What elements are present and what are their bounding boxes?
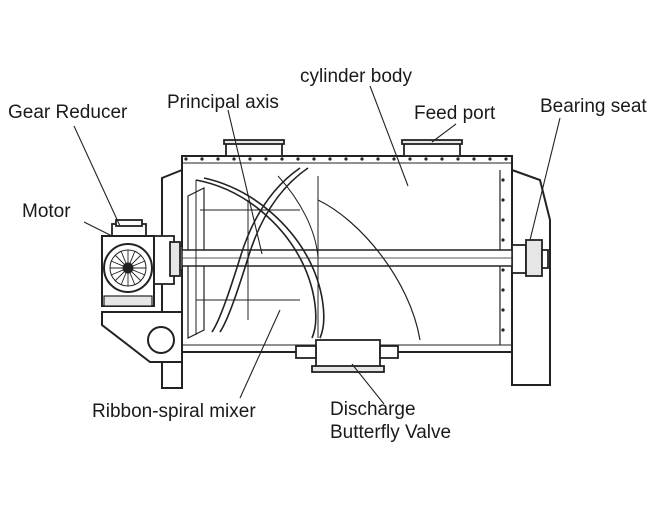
ribbon-spiral-blades — [195, 167, 421, 341]
right-end-plate — [499, 168, 551, 386]
leader-principal-axis — [227, 109, 263, 255]
discharge-valve-shape — [295, 339, 399, 373]
leader-motor — [83, 221, 113, 237]
top-rivets — [184, 157, 508, 161]
leader-ribbon-mixer — [239, 309, 281, 399]
leader-lines — [73, 85, 561, 405]
feed-port-hatches — [223, 139, 463, 157]
label-motor: Motor — [22, 201, 71, 222]
label-bearing-seat: Bearing seat — [540, 96, 647, 117]
bearing-seat-shape — [511, 239, 549, 277]
left-support-frame — [101, 311, 183, 363]
leader-gear-reducer — [73, 125, 121, 227]
label-feed-port: Feed port — [414, 103, 496, 124]
label-discharge-line2: Butterfly Valve — [330, 422, 452, 443]
label-discharge: Discharge Butterfly Valve — [330, 398, 451, 444]
label-discharge-line1: Discharge — [330, 399, 416, 420]
label-principal-axis: Principal axis — [167, 92, 279, 113]
leader-bearing-seat — [529, 117, 561, 241]
leader-discharge — [351, 363, 385, 405]
label-cylinder-body: cylinder body — [300, 66, 412, 87]
label-ribbon-mixer: Ribbon-spiral mixer — [92, 401, 256, 422]
motor-shape — [101, 235, 155, 307]
leader-cylinder-body — [369, 85, 409, 187]
principal-axis-shaft — [167, 245, 513, 271]
leader-feed-port — [431, 123, 457, 143]
label-gear-reducer: Gear Reducer — [8, 102, 128, 123]
